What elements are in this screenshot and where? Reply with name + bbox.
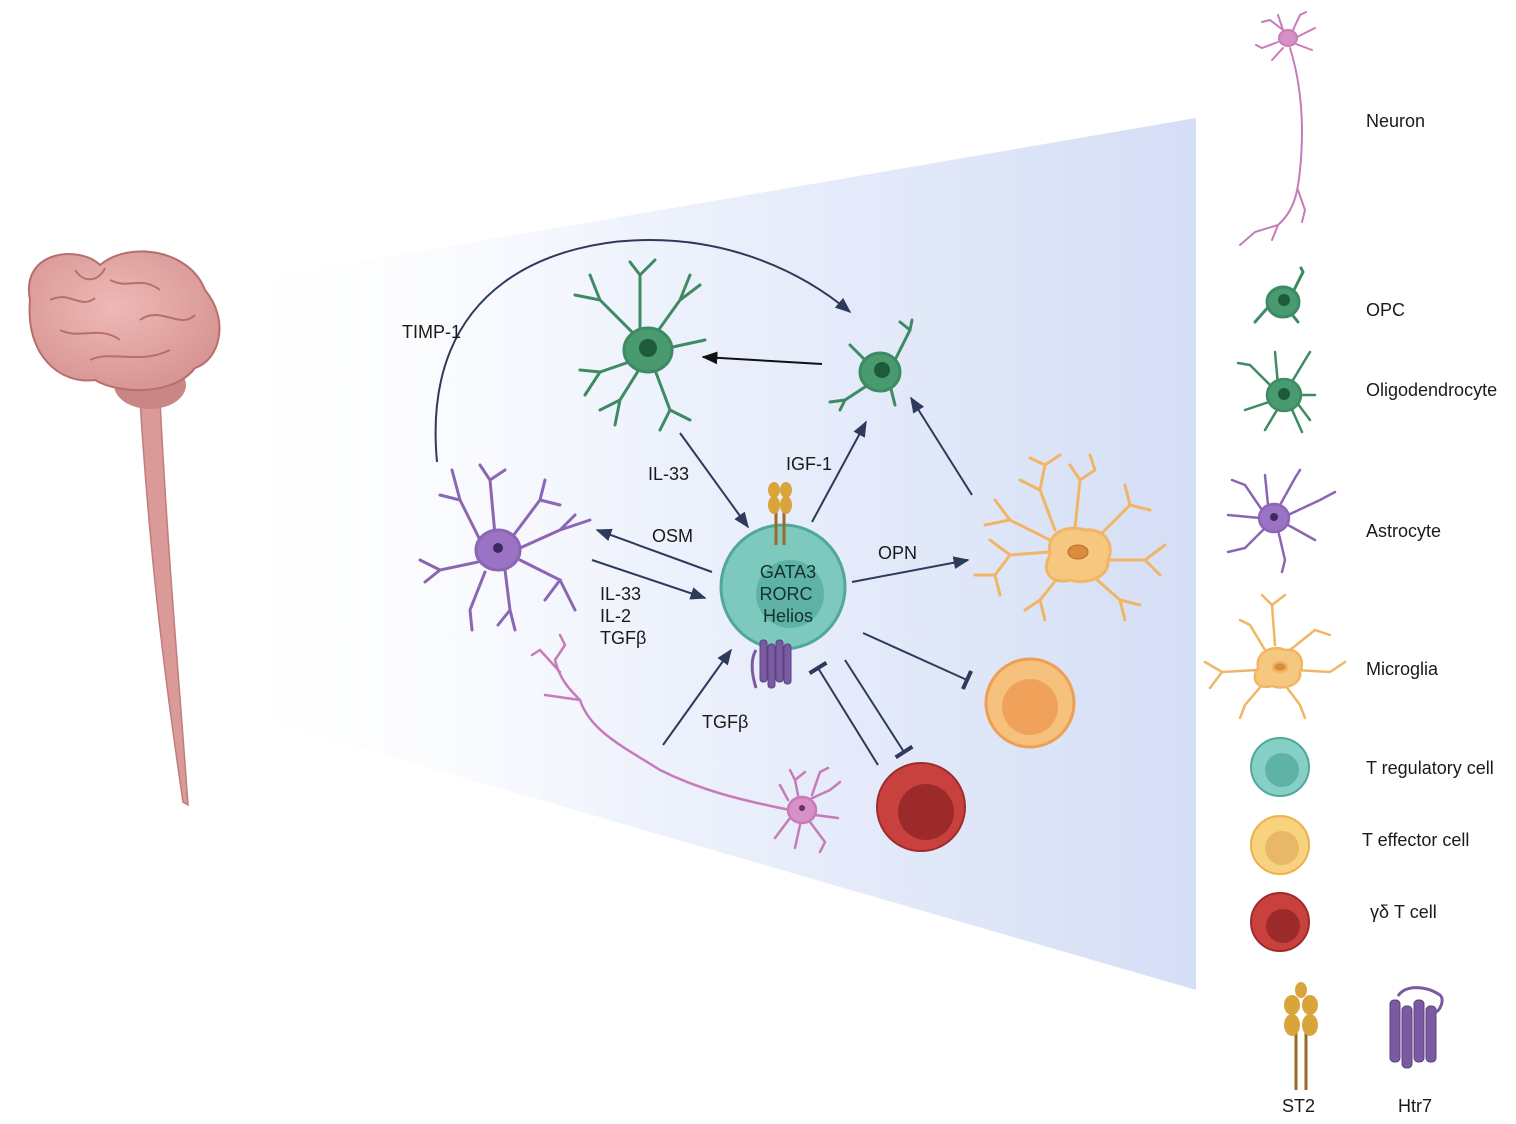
legend-teffector-icon	[1250, 815, 1310, 875]
label-il33-astrocyte: IL-33	[600, 584, 641, 604]
label-igf1: IGF-1	[786, 454, 832, 474]
legend-neuron-label: Neuron	[1366, 111, 1425, 131]
legend-opc-icon	[1253, 266, 1305, 324]
legend-st2-label: ST2	[1282, 1096, 1315, 1116]
oligodendrocyte-cell	[573, 258, 707, 432]
legend-opc-label: OPC	[1366, 300, 1405, 320]
inhibit-treg-to-teffector	[862, 632, 973, 690]
legend-neuron-icon	[1239, 11, 1316, 246]
interaction-arrows	[434, 238, 973, 766]
legend-st2-icon	[1284, 982, 1318, 1090]
label-tgfb-astrocyte: TGFβ	[600, 628, 646, 648]
treg-marker-rorc: RORC	[760, 584, 813, 604]
arrow-opn-to-microglia	[851, 556, 970, 583]
arrow-opc-to-oligodendrocyte	[701, 351, 823, 365]
legend-htr7-label: Htr7	[1398, 1096, 1432, 1116]
legend-oligodendrocyte-icon	[1236, 350, 1317, 434]
inhibit-gdt-to-treg	[808, 661, 879, 766]
arrow-microglia-to-opc	[910, 396, 973, 496]
label-il33-top: IL-33	[648, 464, 689, 484]
neuron-cell	[530, 633, 842, 854]
treg-marker-gata3: GATA3	[760, 562, 816, 582]
opc-cell	[828, 318, 914, 412]
legend-gdt-icon	[1250, 892, 1310, 952]
htr7-receptor-on-treg	[750, 639, 792, 689]
legend-microglia-label: Microglia	[1366, 659, 1439, 679]
arrow-igf1-to-opc	[811, 420, 867, 523]
legend-treg-label: T regulatory cell	[1366, 758, 1494, 778]
arrow-il33-to-treg	[679, 432, 749, 529]
st2-receptor-on-treg	[768, 482, 792, 545]
inhibit-treg-to-gdt	[844, 659, 914, 760]
arrow-tgfb-neuron-to-treg	[662, 648, 732, 746]
brain-illustration	[27, 250, 221, 807]
legend-treg-icon	[1250, 737, 1310, 797]
arrow-astrocyte-to-treg	[591, 559, 707, 600]
legend-oligodendrocyte-label: Oligodendrocyte	[1366, 380, 1497, 400]
legend-astrocyte-icon	[1226, 468, 1337, 574]
treg-cell	[719, 482, 847, 689]
label-timp1: TIMP-1	[402, 322, 461, 342]
legend: Neuron OPC Oligodendrocyte Astrocyte	[1203, 11, 1497, 1116]
treg-marker-helios: Helios	[763, 606, 813, 626]
arrow-timp1	[434, 238, 852, 463]
microglia-cell	[973, 453, 1167, 622]
legend-htr7-icon	[1389, 986, 1444, 1069]
label-osm: OSM	[652, 526, 693, 546]
zoom-cone	[195, 118, 1196, 990]
label-il2: IL-2	[600, 606, 631, 626]
legend-gdt-label: γδ T cell	[1370, 902, 1437, 922]
teffector-cell	[984, 657, 1076, 749]
label-opn: OPN	[878, 543, 917, 563]
astrocyte-cell	[418, 463, 592, 632]
label-tgfb-neuron: TGFβ	[702, 712, 748, 732]
legend-teffector-label: T effector cell	[1362, 830, 1469, 850]
arrow-osm-to-astrocyte	[595, 528, 713, 573]
legend-microglia-icon	[1203, 593, 1347, 720]
gdt-cell	[876, 762, 966, 852]
legend-astrocyte-label: Astrocyte	[1366, 521, 1441, 541]
